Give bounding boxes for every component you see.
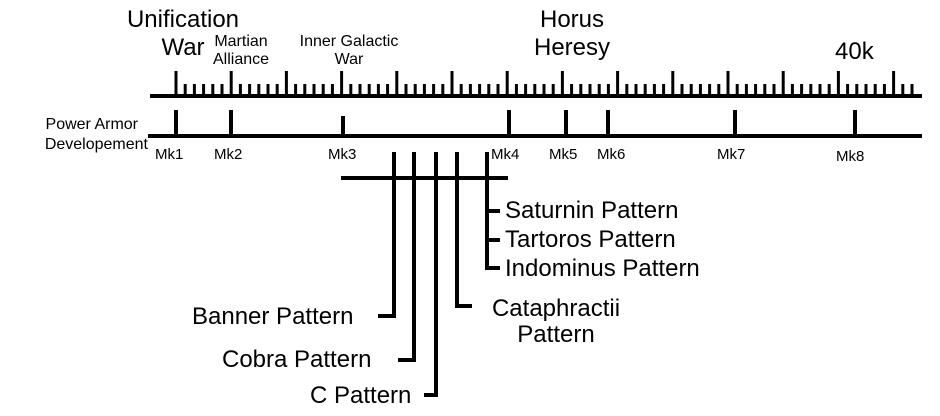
- pattern-banner: Banner Pattern: [192, 303, 354, 330]
- timeline-ticks: [174, 71, 914, 96]
- era-unification-war: Unification War: [120, 8, 246, 60]
- pattern-c: C Pattern: [310, 382, 412, 409]
- mark-mk7: Mk7: [717, 146, 746, 163]
- power-armor-label-line1: Power Armor: [45, 116, 138, 133]
- pattern-saturnin: Saturnin Pattern: [505, 197, 679, 224]
- era-martian-line2: Alliance: [212, 51, 270, 68]
- era-unification-line2: War: [161, 34, 205, 61]
- era-horus-line2: Heresy: [533, 34, 611, 61]
- pattern-cataphractii: Cataphractii Pattern: [476, 297, 636, 347]
- era-horus-heresy: Horus Heresy: [510, 8, 634, 60]
- era-unification-line1: Unification: [126, 6, 240, 33]
- mark-mk6: Mk6: [597, 146, 626, 163]
- era-inner-galactic-line1: Inner Galactic: [299, 33, 399, 50]
- mark-mk5: Mk5: [549, 146, 578, 163]
- power-armor-label: Power Armor Developement: [8, 117, 148, 153]
- pattern-indominus: Indominus Pattern: [505, 255, 700, 282]
- mark-mk3: Mk3: [328, 146, 357, 163]
- mark-mk4: Mk4: [491, 146, 520, 163]
- pattern-cobra: Cobra Pattern: [222, 346, 372, 373]
- pattern-cataphractii-line1: Cataphractii: [491, 295, 621, 322]
- mark-mk8: Mk8: [836, 148, 865, 165]
- mark-mk2: Mk2: [214, 146, 243, 163]
- mark-mk1: Mk1: [155, 146, 184, 163]
- pattern-tartoros: Tartoros Pattern: [505, 226, 676, 253]
- era-inner-galactic-war: Inner Galactic War: [284, 34, 414, 68]
- power-armor-label-line2: Developement: [44, 136, 148, 153]
- era-horus-line1: Horus: [539, 6, 605, 33]
- era-martian-alliance: Martian Alliance: [202, 34, 280, 68]
- pattern-cataphractii-line2: Pattern: [517, 321, 595, 348]
- era-martian-line1: Martian: [214, 33, 268, 50]
- era-inner-galactic-line2: War: [334, 51, 364, 68]
- era-40k: 40k: [835, 38, 874, 65]
